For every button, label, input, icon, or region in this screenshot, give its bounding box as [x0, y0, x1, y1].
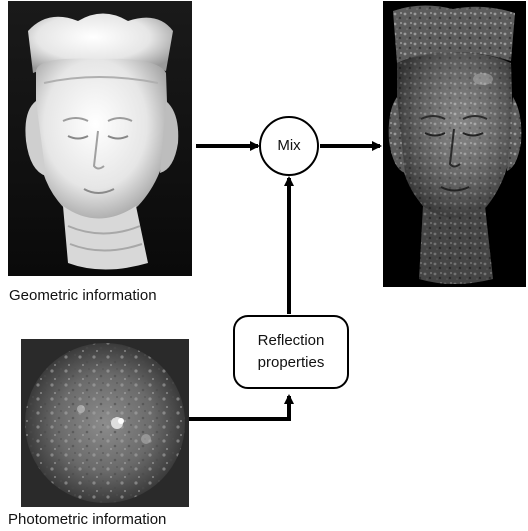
arrow-photometric-to-reflection: [189, 396, 289, 419]
reflection-label-line1: Reflection: [234, 331, 348, 351]
reflection-label-line2: properties: [234, 353, 348, 373]
reflection-node: [234, 316, 348, 388]
mix-label: Mix: [260, 136, 318, 156]
